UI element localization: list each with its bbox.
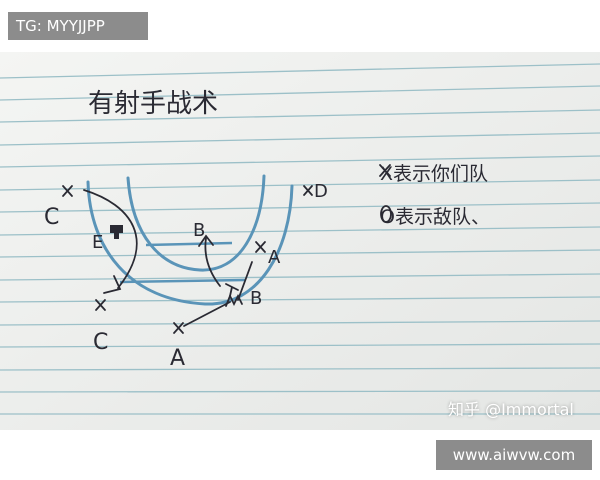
x-mark-c-lower: [95, 299, 106, 311]
x-mark-legend: [379, 164, 391, 177]
zigzag-mark: [225, 293, 243, 307]
label-a-upper: A: [268, 247, 281, 268]
label-c-left: C: [44, 205, 59, 230]
line-m-to-a: [237, 261, 253, 301]
upper-horizontal-line: [145, 241, 233, 247]
label-e: E: [92, 232, 103, 253]
legend-line-x: X表示你们队: [380, 163, 488, 185]
tick-mark: [225, 283, 239, 297]
label-a-bottom: A: [170, 346, 185, 371]
arrow-to-b-head: [198, 234, 214, 247]
inner-boundary-curve: [126, 174, 266, 272]
line-a-to-m: [183, 301, 231, 327]
o-mark-legend: [380, 205, 392, 223]
watermark-top-left: TG: MYYJJPP: [8, 12, 148, 40]
marker-square: [110, 225, 123, 233]
x-mark-d: [303, 185, 313, 196]
note-title: 有射手战术: [88, 89, 218, 119]
x-mark-a-upper: [255, 241, 266, 253]
lower-horizontal-line: [119, 278, 246, 284]
x-marks: [62, 164, 391, 334]
zhihu-watermark: 知乎 @Immortal: [448, 400, 574, 419]
label-c-lower: C: [93, 330, 108, 355]
route-arrowhead: [103, 275, 122, 294]
label-d: D: [314, 181, 328, 202]
ruled-lines: [0, 63, 600, 415]
label-b-lower: B: [250, 288, 262, 309]
legend-line-o: O表示敌队、: [380, 206, 490, 228]
watermark-bottom-right: www.aiwvw.com: [436, 440, 592, 470]
route-curve: [83, 189, 138, 289]
arrow-to-b: [204, 237, 221, 287]
outer-boundary-curve: [86, 180, 294, 306]
x-mark-a-bottom: [173, 322, 184, 334]
label-b-upper: B: [193, 220, 205, 241]
x-mark-c-left: [62, 185, 73, 197]
